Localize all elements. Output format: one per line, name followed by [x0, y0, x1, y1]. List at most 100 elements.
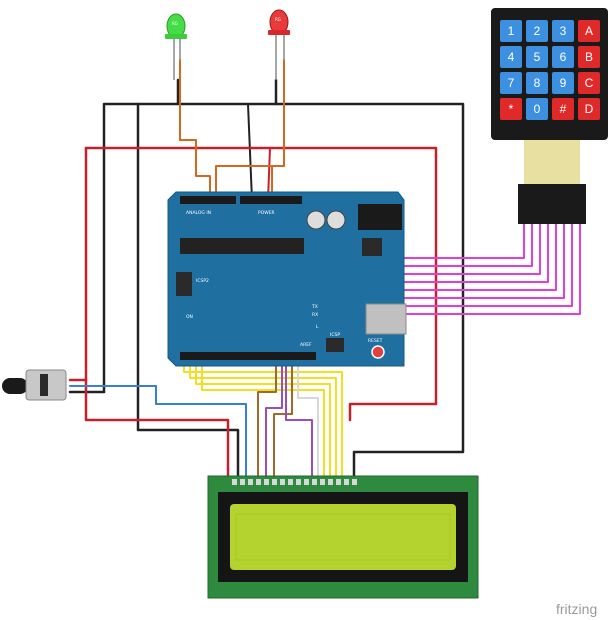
wire-gnd-left — [136, 102, 240, 482]
keypad-key-A[interactable]: A — [578, 20, 600, 42]
keypad-key-label: A — [585, 24, 593, 38]
usb-connector — [365, 303, 407, 335]
keypad-key-0[interactable]: 0 — [526, 98, 548, 120]
keypad-key-4[interactable]: 4 — [500, 46, 522, 68]
green-led-label: RG — [172, 21, 178, 26]
wire-gnd-arduino — [247, 103, 253, 201]
keypad-key-7[interactable]: 7 — [500, 72, 522, 94]
keypad-key-cap — [552, 98, 574, 120]
wire-led-green-signal — [179, 59, 211, 201]
keypad-key-cap — [526, 72, 548, 94]
arduino-pcb — [167, 191, 405, 367]
lcd-pin — [288, 479, 293, 485]
wire-lcd-en — [265, 359, 283, 481]
lcd-module — [207, 475, 479, 599]
keypad-key-label: 5 — [534, 50, 541, 64]
lcd-pin — [232, 479, 237, 485]
keypad-ribbon — [524, 140, 580, 184]
pot-shaft — [2, 378, 28, 394]
keypad-key-cap — [500, 46, 522, 68]
label-reset: RESET — [368, 338, 383, 344]
keypad-key-#[interactable]: # — [552, 98, 574, 120]
wire-5v-left — [84, 146, 230, 482]
keypad-key-cap — [578, 46, 600, 68]
keypad-key-C[interactable]: C — [578, 72, 600, 94]
potentiometer[interactable] — [2, 369, 67, 401]
label-analog-in: ANALOG IN — [186, 210, 211, 216]
lcd-char-grid — [235, 513, 451, 561]
capacitor-2 — [326, 210, 346, 230]
keypad-key-label: 6 — [560, 50, 567, 64]
red-led-rim — [268, 30, 290, 35]
keypad-key-label: C — [585, 76, 594, 90]
keypad-key-3[interactable]: 3 — [552, 20, 574, 42]
keypad-key-cap — [578, 72, 600, 94]
icsp-bottom — [326, 338, 344, 352]
keypad-key-cap — [500, 98, 522, 120]
header-analog — [180, 196, 236, 204]
wire-lcd-purple-2 — [285, 359, 313, 481]
keypad-key-cap — [526, 46, 548, 68]
lcd-pin — [272, 479, 277, 485]
wire-5v-arduino — [267, 147, 271, 201]
keypad-key-label: 7 — [508, 76, 515, 90]
keypad-key-2[interactable]: 2 — [526, 20, 548, 42]
keypad-key-5[interactable]: 5 — [526, 46, 548, 68]
lcd-pin — [320, 479, 325, 485]
label-l: L — [316, 324, 319, 330]
keypad-key-cap — [526, 98, 548, 120]
keypad-key-1[interactable]: 1 — [500, 20, 522, 42]
voltage-regulator — [362, 238, 382, 256]
keypad-key-cap — [526, 20, 548, 42]
label-icsp: ICSP — [330, 332, 340, 338]
lcd-pin — [240, 479, 245, 485]
label-aref: AREF — [300, 342, 312, 348]
capacitor-1 — [306, 210, 326, 230]
label-icsp2: ICSP2 — [196, 278, 209, 284]
keypad-key-cap — [578, 20, 600, 42]
power-jack — [358, 204, 402, 230]
red-led: RG — [268, 9, 290, 80]
lcd-pin — [344, 479, 349, 485]
header-power — [240, 196, 302, 204]
keypad-key-cap — [552, 72, 574, 94]
lcd-pin — [264, 479, 269, 485]
label-rx: RX — [312, 312, 318, 318]
wire-lcd-rs — [257, 359, 277, 481]
reset-button[interactable] — [371, 345, 385, 359]
keypad-key-label: B — [585, 50, 593, 64]
keypad-key-D[interactable]: D — [578, 98, 600, 120]
label-tx: TX — [311, 304, 318, 310]
keypad-key-8[interactable]: 8 — [526, 72, 548, 94]
keypad-key-label: # — [560, 102, 567, 116]
microcontroller-chip — [180, 238, 304, 254]
lcd-pin — [248, 479, 253, 485]
lcd-pin — [304, 479, 309, 485]
wire-lcd-d7 — [201, 359, 325, 481]
wire-5v-loop — [84, 146, 438, 422]
keypad-key-label: 4 — [508, 50, 515, 64]
keypad-key-9[interactable]: 9 — [552, 72, 574, 94]
lcd-pins — [232, 479, 357, 485]
keypad-key-cap — [552, 46, 574, 68]
label-on: ON — [186, 314, 193, 320]
keypad-key-label: 0 — [534, 102, 541, 116]
keypad-key-B[interactable]: B — [578, 46, 600, 68]
wire-lcd-rw — [273, 359, 293, 481]
wire-pot-wiper — [69, 385, 247, 481]
lcd-pin — [296, 479, 301, 485]
keypad-key-6[interactable]: 6 — [552, 46, 574, 68]
keypad-key-label: 2 — [534, 24, 541, 38]
keypad-key-label: 3 — [560, 24, 567, 38]
keypad-key-label: 1 — [508, 24, 515, 38]
wire-gnd-outer — [102, 78, 465, 482]
lcd-screen — [230, 504, 456, 570]
keypad-key-*[interactable]: * — [500, 98, 522, 120]
header-digital — [180, 352, 316, 360]
red-led-label: RG — [275, 17, 281, 22]
keypad-key-label: 8 — [534, 76, 541, 90]
keypad-key-cap — [500, 20, 522, 42]
keypad-key-cap — [578, 98, 600, 120]
